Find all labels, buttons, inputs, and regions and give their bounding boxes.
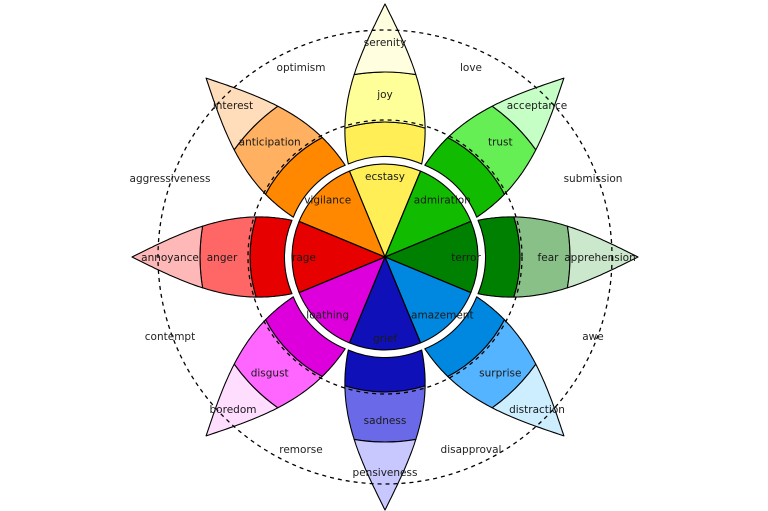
wedge-vigilance xyxy=(298,170,386,258)
wedge-divider xyxy=(298,220,386,258)
wedge-ecstasy xyxy=(348,163,422,258)
band-trust xyxy=(447,105,537,195)
emotion-label-surprise: surprise xyxy=(479,367,521,379)
band-pensiveness xyxy=(353,438,417,511)
wedge-admiration xyxy=(384,170,472,258)
band-inner-terror xyxy=(477,216,521,298)
dyad-label-aggressiveness: aggressiveness xyxy=(130,173,211,185)
emotion-label-trust: trust xyxy=(488,137,513,149)
wedge-divider xyxy=(384,170,422,258)
emotion-label-rage: rage xyxy=(292,252,316,264)
band-fear xyxy=(513,216,571,298)
wedge-rage xyxy=(291,220,386,294)
emotion-label-terror: terror xyxy=(451,252,481,264)
wedge-amazement xyxy=(384,256,472,344)
dyad-label-contempt: contempt xyxy=(145,331,195,343)
emotion-label-loathing: loathing xyxy=(306,309,349,321)
petal-sadness xyxy=(344,256,426,511)
band-annoyance xyxy=(131,225,204,289)
band-interest xyxy=(205,77,279,151)
petal-fear xyxy=(384,216,639,298)
emotion-label-apprehension: apprehension xyxy=(564,252,636,264)
band-apprehension xyxy=(566,225,639,289)
emotion-label-serenity: serenity xyxy=(364,37,406,49)
emotion-label-amazement: amazement xyxy=(411,309,474,321)
band-inner-vigilance xyxy=(264,136,346,218)
wedge-divider xyxy=(348,256,386,344)
band-acceptance xyxy=(491,77,565,151)
petal-joy xyxy=(344,3,426,258)
petal-layer xyxy=(131,3,639,511)
band-distraction xyxy=(491,363,565,437)
emotion-label-disgust: disgust xyxy=(251,367,289,379)
wedge-loathing xyxy=(298,256,386,344)
band-serenity xyxy=(353,3,417,76)
petal-trust xyxy=(384,77,565,258)
band-inner-loathing xyxy=(264,296,346,378)
band-disgust xyxy=(233,319,323,409)
band-joy xyxy=(344,71,426,129)
emotion-label-interest: interest xyxy=(213,100,253,112)
emotion-label-distraction: distraction xyxy=(509,404,565,416)
emotion-label-anger: anger xyxy=(207,252,238,264)
band-boredom xyxy=(205,363,279,437)
band-inner-rage xyxy=(249,216,293,298)
dyad-label-disapproval: disapproval xyxy=(441,444,502,456)
band-inner-amazement xyxy=(424,296,506,378)
band-anger xyxy=(199,216,257,298)
emotion-label-annoyance: annoyance xyxy=(141,252,199,264)
outer-dashed-ring xyxy=(157,29,613,485)
emotion-label-pensiveness: pensiveness xyxy=(353,467,418,479)
label-layer: serenity joy ecstasy acceptance trust admirat… xyxy=(141,37,636,479)
emotion-label-ecstasy: ecstasy xyxy=(365,171,405,183)
wedge-divider xyxy=(298,256,386,294)
wedge-divider xyxy=(384,256,422,344)
wedge-grief xyxy=(348,256,422,351)
dyad-label-optimism: optimism xyxy=(277,62,326,74)
wedge-terror xyxy=(384,220,479,294)
wedge-divider xyxy=(384,220,472,258)
dyad-layer: love submission awe disapproval remorse conte… xyxy=(130,62,623,456)
emotion-label-joy: joy xyxy=(376,89,393,101)
petal-anger xyxy=(131,216,386,298)
band-inner-admiration xyxy=(424,136,506,218)
band-inner-ecstasy xyxy=(344,121,426,165)
dyad-label-submission: submission xyxy=(564,173,623,185)
wedge-divider xyxy=(384,256,472,294)
band-sadness xyxy=(344,385,426,443)
inner-dashed-ring xyxy=(247,119,523,395)
petal-surprise xyxy=(384,256,565,437)
dyad-label-love: love xyxy=(460,62,482,74)
petal-anticipation xyxy=(205,77,386,258)
petal-disgust xyxy=(205,256,386,437)
emotion-label-vigilance: vigilance xyxy=(304,195,351,207)
emotion-label-grief: grief xyxy=(373,333,397,345)
band-inner-grief xyxy=(344,349,426,393)
band-surprise xyxy=(447,319,537,409)
dyad-label-awe: awe xyxy=(582,331,603,343)
emotion-label-sadness: sadness xyxy=(364,415,407,427)
emotion-label-fear: fear xyxy=(538,252,560,264)
band-anticipation xyxy=(233,105,323,195)
emotion-label-anticipation: anticipation xyxy=(239,137,301,149)
dyad-label-remorse: remorse xyxy=(279,444,322,456)
emotion-label-acceptance: acceptance xyxy=(507,100,568,112)
emotion-label-boredom: boredom xyxy=(210,404,257,416)
emotion-label-admiration: admiration xyxy=(414,195,471,207)
